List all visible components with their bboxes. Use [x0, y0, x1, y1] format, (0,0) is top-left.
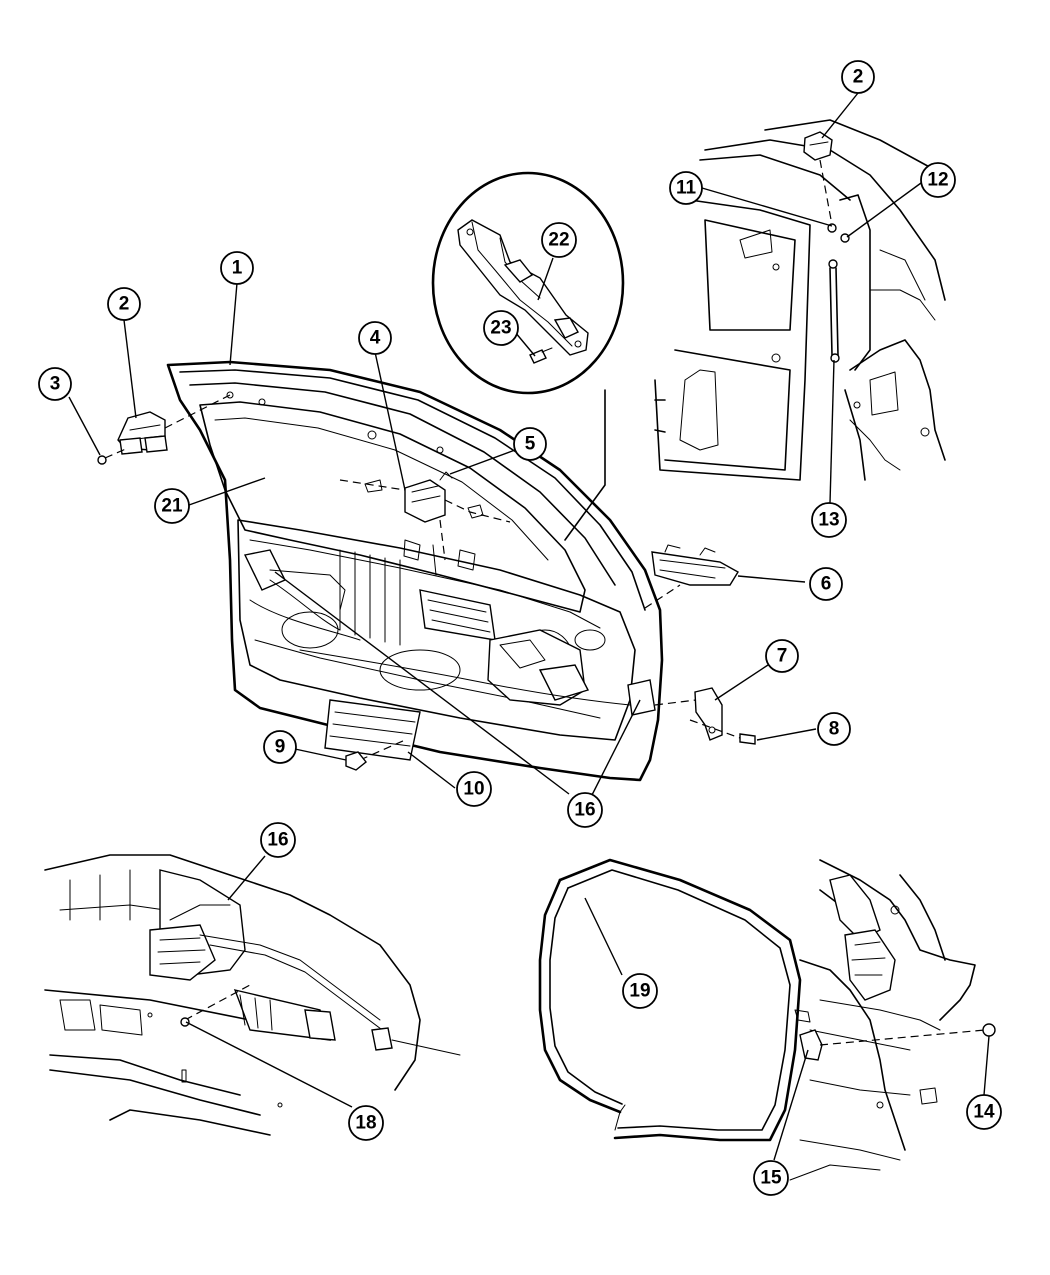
- callout-10: 10: [456, 771, 492, 807]
- weatherstrip-seal: [538, 858, 802, 1142]
- callout-4: 4: [358, 321, 392, 355]
- callout-number: 18: [355, 1113, 376, 1134]
- callout-number: 9: [275, 737, 286, 758]
- license-plate-bracket: [324, 699, 421, 771]
- callout-number: 2: [853, 67, 864, 88]
- callout-8: 8: [817, 712, 851, 746]
- striker-detail-bottom-right: [789, 859, 996, 1181]
- callout-1: 1: [220, 251, 254, 285]
- callout-number: 21: [161, 496, 183, 517]
- callout-7: 7: [765, 639, 799, 673]
- callout-number: 3: [50, 374, 61, 395]
- callout-18: 18: [348, 1105, 384, 1141]
- striker-bracket: [654, 687, 756, 745]
- callout-number: 6: [821, 574, 832, 595]
- callout-16-center: 16: [567, 792, 603, 828]
- liftgate-assembly: [166, 360, 664, 782]
- callout-number: 16: [267, 830, 288, 851]
- callout-number: 8: [829, 719, 840, 740]
- detail-inset-bracket: [431, 171, 625, 541]
- leader-lines: [68, 182, 990, 1161]
- hinge-left: [97, 394, 231, 465]
- callout-13: 13: [811, 502, 847, 538]
- exterior-handle: [644, 544, 739, 609]
- callout-14: 14: [966, 1094, 1002, 1130]
- callout-number: 22: [548, 230, 569, 251]
- callout-22: 22: [541, 222, 577, 258]
- callout-number: 13: [818, 510, 839, 531]
- callout-number: 15: [760, 1168, 782, 1189]
- callout-3: 3: [38, 367, 72, 401]
- callout-number: 14: [973, 1102, 995, 1123]
- callout-2-left: 2: [107, 287, 141, 321]
- body-opening-top-right: [654, 119, 946, 481]
- callout-number: 23: [490, 318, 511, 339]
- callout-23: 23: [483, 310, 519, 346]
- callout-15: 15: [753, 1160, 789, 1196]
- latch-detail-bottom-left: [44, 854, 461, 1136]
- callout-9: 9: [263, 730, 297, 764]
- callout-number: 4: [370, 328, 381, 349]
- callout-number: 19: [629, 981, 650, 1002]
- callout-11: 11: [669, 171, 703, 205]
- callout-number: 5: [525, 434, 536, 455]
- callout-number: 2: [119, 294, 130, 315]
- callout-number: 1: [232, 258, 243, 279]
- callout-number: 10: [463, 779, 484, 800]
- callout-21: 21: [154, 488, 190, 524]
- callout-19: 19: [622, 973, 658, 1009]
- callout-6: 6: [809, 567, 843, 601]
- callout-number: 12: [927, 170, 948, 191]
- callout-2-right: 2: [841, 60, 875, 94]
- callout-5: 5: [513, 427, 547, 461]
- callout-12: 12: [920, 162, 956, 198]
- callout-number: 16: [574, 800, 595, 821]
- callout-16-detail: 16: [260, 822, 296, 858]
- callout-number: 11: [676, 178, 697, 199]
- callout-number: 7: [777, 646, 788, 667]
